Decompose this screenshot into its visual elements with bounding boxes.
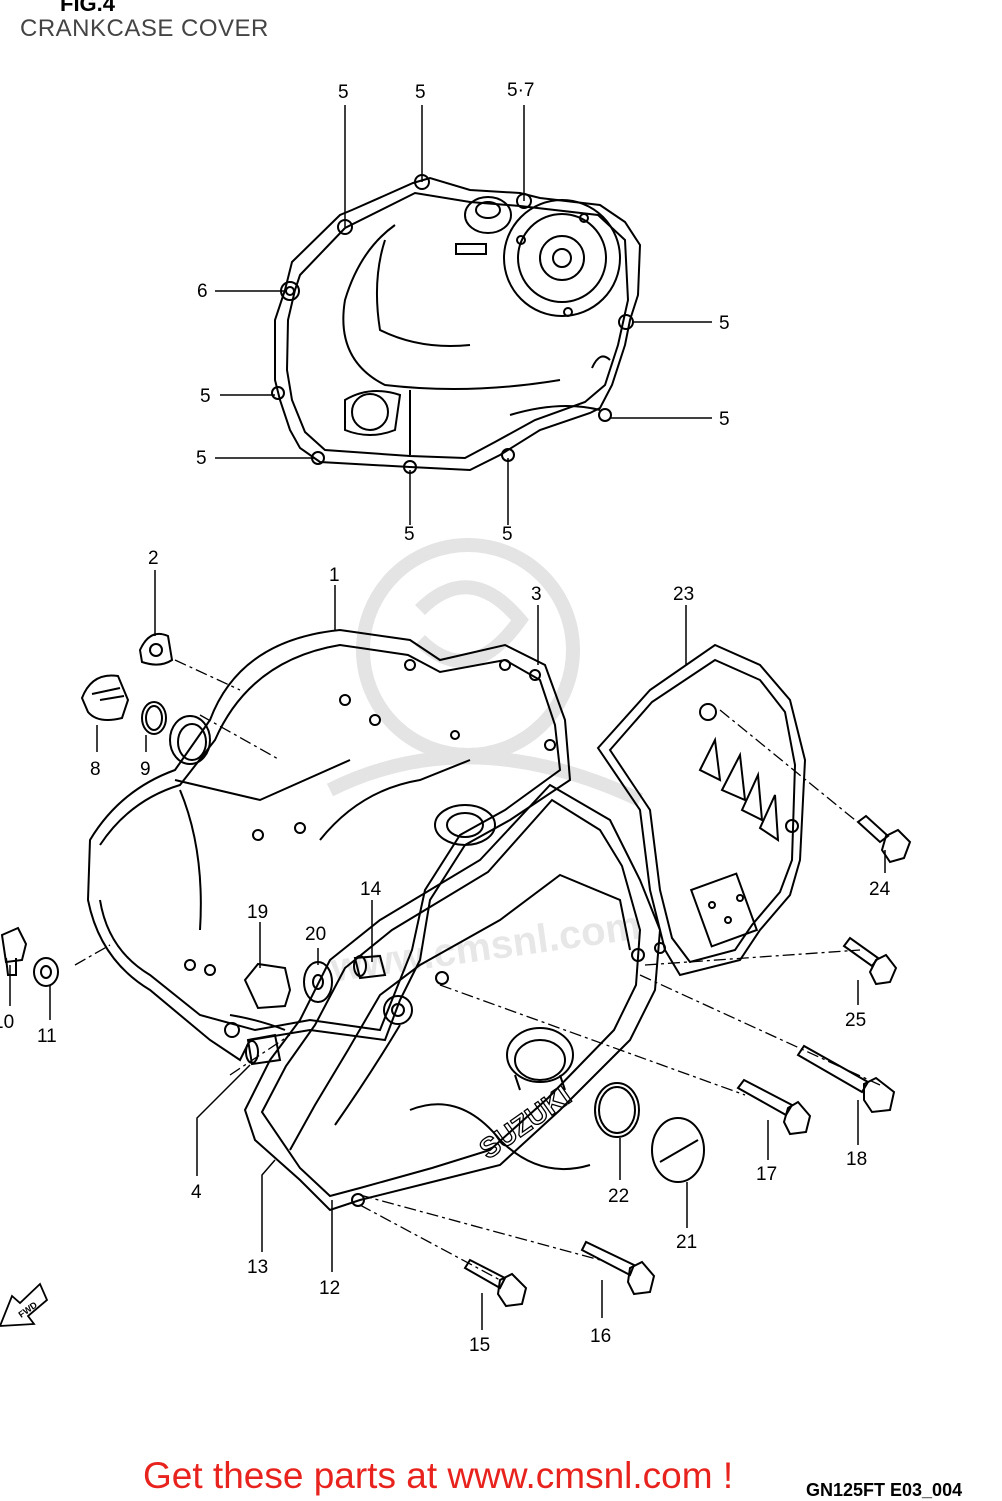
callout-label: 5 — [196, 448, 207, 469]
callout-label: 23 — [673, 584, 694, 605]
fwd-direction-arrow: FWD — [0, 1282, 49, 1327]
callout-label: 5 — [415, 82, 426, 103]
callout-label: 14 — [360, 879, 382, 900]
callout-labels: 5 5 5·7 6 5 5 5 5 5 5 2 1 3 23 8 9 24 14… — [0, 80, 891, 1356]
callout-label: 13 — [247, 1257, 268, 1278]
chain-cover-part-23 — [596, 643, 807, 977]
callout-label: 22 — [608, 1186, 629, 1207]
callout-label: 3 — [531, 584, 542, 605]
callout-label: 6 — [197, 281, 208, 302]
small-parts — [0, 632, 912, 1308]
callout-label: 20 — [305, 924, 326, 945]
callout-label: 16 — [590, 1326, 611, 1347]
callout-label: 25 — [845, 1010, 866, 1031]
callout-label: 5 — [719, 409, 730, 430]
bottom-leader-lines — [9, 570, 886, 1330]
outer-cover-parts-12-13 — [243, 783, 662, 1212]
callout-label: 15 — [469, 1335, 490, 1356]
callout-label: 5·7 — [507, 80, 534, 101]
callout-label: 4 — [191, 1182, 202, 1203]
suzuki-emblem: SUZUKI — [474, 1080, 577, 1165]
figure-number: FIG.4 — [60, 0, 116, 16]
callout-label: 11 — [37, 1026, 57, 1047]
callout-label: 5 — [404, 524, 415, 545]
callout-label: 9 — [140, 759, 151, 780]
callout-label: 24 — [869, 879, 891, 900]
callout-label: 17 — [756, 1164, 777, 1185]
callout-label: 5 — [719, 313, 730, 334]
get-parts-link[interactable]: Get these parts at www.cmsnl.com ! — [143, 1455, 734, 1496]
callout-label: 5 — [338, 82, 349, 103]
clutch-cover-top-view — [271, 174, 642, 474]
callout-label: 21 — [676, 1232, 697, 1253]
callout-label: 5 — [502, 524, 513, 545]
watermark-logo — [326, 538, 643, 807]
callout-label: 1 — [329, 565, 340, 586]
alignment-lines — [74, 659, 881, 1281]
callout-label: 12 — [319, 1278, 340, 1299]
callout-label: 10 — [0, 1012, 14, 1033]
top-leader-lines — [215, 105, 712, 525]
crankcase-cover-part-1 — [86, 628, 572, 1062]
callout-label: 19 — [247, 902, 268, 923]
callout-label: 18 — [846, 1149, 867, 1170]
callout-label: 5 — [200, 386, 211, 407]
drawing-code: GN125FT E03_004 — [806, 1480, 963, 1500]
figure-title: CRANKCASE COVER — [20, 15, 269, 42]
callout-label: 8 — [90, 759, 101, 780]
callout-label: 2 — [148, 548, 159, 569]
